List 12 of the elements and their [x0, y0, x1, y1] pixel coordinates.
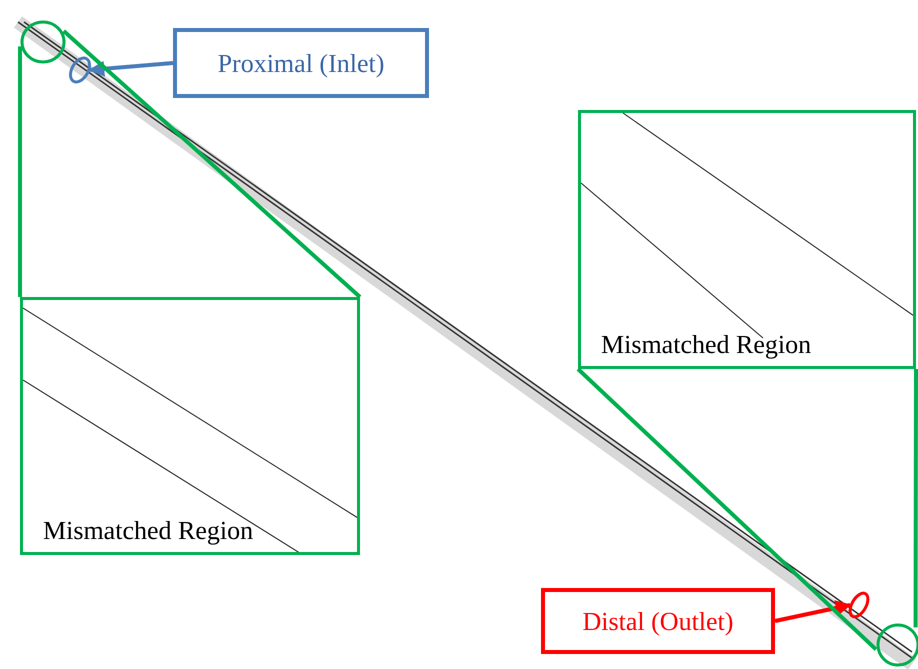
- callout-box: [541, 588, 775, 654]
- callout-box: [173, 28, 429, 98]
- callout-label: Proximal (Inlet): [218, 48, 384, 80]
- zoom-guide-line: [576, 368, 878, 651]
- zoom-guide-line: [18, 46, 22, 297]
- arrow: [774, 600, 852, 623]
- region-label: Mismatched Region: [601, 332, 812, 358]
- zoom-guide-line: [62, 30, 362, 298]
- region-label: Mismatched Region: [43, 518, 254, 544]
- zoom-guide-line: [914, 369, 918, 628]
- arrow: [88, 60, 174, 77]
- callout-label: Distal (Outlet): [582, 606, 734, 638]
